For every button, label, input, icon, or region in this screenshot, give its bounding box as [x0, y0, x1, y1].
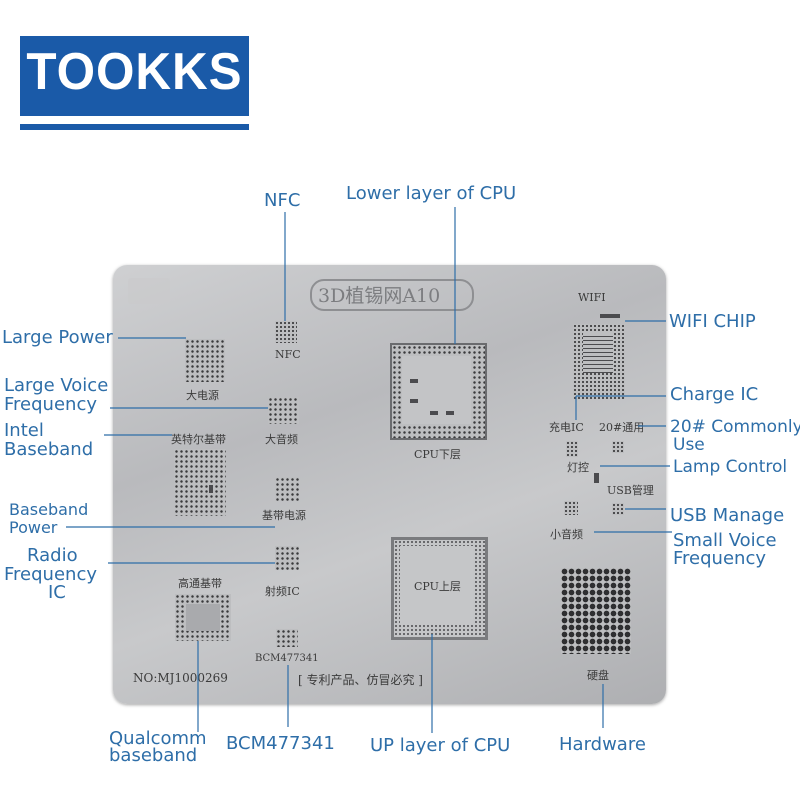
callout-wifi-chip: WIFI CHIP	[669, 311, 756, 332]
hardware-plate-label: 硬盘	[587, 669, 609, 682]
brand-logo: TOOKKS	[20, 36, 249, 116]
large-voice-pad	[268, 397, 299, 424]
intel-baseband-slot	[209, 485, 213, 493]
callout-usb-manage: USB Manage	[670, 505, 785, 526]
lamp-control-pad	[594, 473, 599, 483]
callout-nfc: NFC	[264, 190, 301, 211]
callout-bcm: BCM477341	[226, 733, 335, 754]
commonly-used-pad	[612, 441, 624, 453]
callout-commonly-1: 20# Commonly	[670, 417, 800, 437]
callout-baseband-power-2: Power	[9, 518, 58, 537]
wifi-plate-label: WIFI	[578, 291, 606, 304]
cpu-lower-slot-3	[430, 411, 438, 415]
brand-logo-text: TOOKKS	[26, 43, 243, 101]
callout-commonly-2: Use	[673, 435, 705, 455]
callout-intel-2: Baseband	[4, 439, 94, 460]
callout-radio-2: Frequency	[4, 564, 97, 585]
callout-lamp-control: Lamp Control	[673, 457, 788, 477]
cpu-lower-plate-label: CPU下层	[414, 448, 461, 461]
usb-manage-pad	[612, 503, 624, 515]
callout-hardware: Hardware	[559, 734, 646, 755]
small-voice-plate-label: 小音频	[550, 528, 583, 541]
callout-large-power: Large Power	[2, 327, 113, 348]
nfc-plate-label: NFC	[275, 348, 301, 361]
maker-mark	[128, 278, 170, 304]
bcm-plate-label: BCM477341	[255, 653, 319, 664]
callout-small-voice-1: Small Voice	[673, 530, 777, 551]
cpu-upper-plate-label: CPU上层	[414, 580, 461, 593]
callout-qualcomm-2: baseband	[109, 745, 198, 766]
small-voice-pad	[564, 501, 578, 515]
callout-small-voice-2: Frequency	[673, 548, 766, 569]
model-number: NO:MJ1000269	[133, 671, 228, 685]
callout-lower-cpu: Lower layer of CPU	[346, 183, 517, 204]
patent-notice: [ 专利产品、仿冒必究 ]	[298, 673, 423, 687]
intel-baseband-plate-label: 英特尔基带	[171, 433, 226, 446]
callout-up-cpu: UP layer of CPU	[370, 735, 511, 756]
usb-manage-plate-label: USB管理	[607, 484, 654, 497]
baseband-power-plate-label: 基带电源	[262, 509, 306, 522]
qualcomm-baseband-core	[186, 604, 220, 631]
nfc-pad	[275, 321, 297, 343]
bcm-pad	[276, 629, 298, 647]
charge-ic-pad	[566, 441, 578, 457]
stencil-title-frame	[310, 279, 474, 311]
commonly-used-plate-label: 20#通用	[599, 421, 645, 434]
brand-logo-underline	[20, 124, 249, 130]
callout-large-voice-1: Large Voice	[4, 375, 109, 396]
callout-intel-1: Intel	[4, 420, 44, 441]
baseband-power-pad	[275, 477, 299, 501]
large-voice-plate-label: 大音频	[265, 433, 298, 446]
large-power-plate-label: 大电源	[186, 389, 219, 402]
qualcomm-baseband-plate-label: 高通基带	[178, 577, 222, 590]
callout-radio-3: IC	[48, 582, 66, 603]
callout-large-voice-2: Frequency	[4, 394, 97, 415]
callout-qualcomm-1: Qualcomm	[109, 728, 207, 749]
cpu-upper-core	[400, 546, 473, 625]
charge-ic-plate-label: 充电IC	[549, 421, 584, 434]
intel-baseband-pad	[174, 449, 226, 516]
lamp-control-plate-label: 灯控	[567, 461, 589, 474]
callout-radio-1: Radio	[27, 545, 78, 566]
wifi-top-pads	[600, 314, 620, 318]
callout-baseband-power-1: Baseband	[9, 500, 89, 519]
wifi-chip-core	[583, 333, 613, 373]
radio-frequency-pad	[275, 546, 299, 570]
cpu-lower-slot-2	[410, 399, 418, 403]
callout-charge-ic: Charge IC	[670, 384, 759, 405]
hardware-pad	[561, 568, 631, 654]
stencil-title: 3D植锡网A10	[318, 285, 441, 307]
large-power-pad	[185, 339, 225, 382]
cpu-lower-slot-1	[410, 379, 418, 383]
radio-frequency-plate-label: 射频IC	[265, 585, 300, 598]
cpu-lower-slot-4	[446, 411, 454, 415]
